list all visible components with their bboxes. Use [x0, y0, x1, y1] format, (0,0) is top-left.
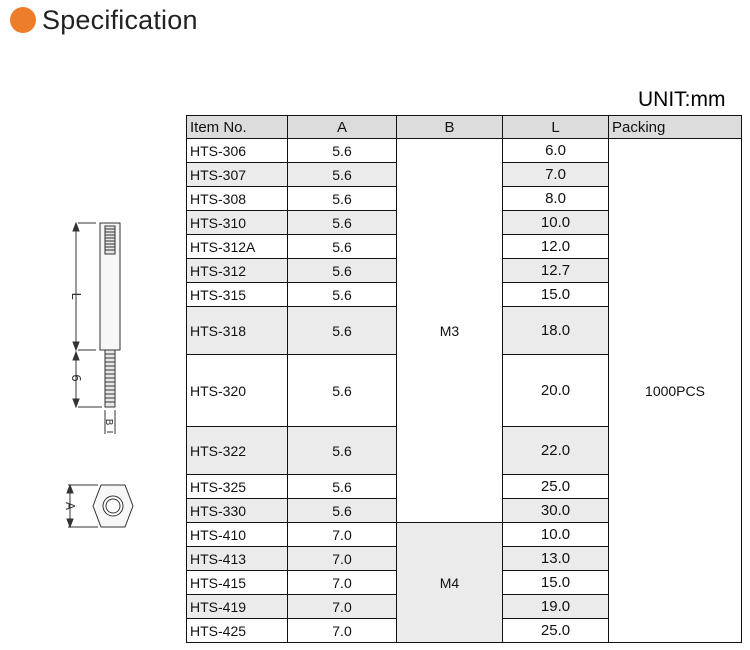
cell-a: 5.6: [287, 306, 397, 355]
cell-l: 25.0: [502, 618, 609, 643]
cell-l: 30.0: [502, 498, 609, 523]
cell-l: 20.0: [502, 354, 609, 427]
cell-item-no: HTS-315: [186, 282, 288, 307]
cell-item-no: HTS-306: [186, 138, 288, 163]
cell-a: 5.6: [287, 234, 397, 259]
section-title: Specification: [42, 4, 198, 35]
cell-item-no: HTS-419: [186, 594, 288, 619]
cell-a: 5.6: [287, 186, 397, 211]
cell-a: 5.6: [287, 162, 397, 187]
cell-item-no: HTS-312: [186, 258, 288, 283]
cell-a: 7.0: [287, 594, 397, 619]
cell-item-no: HTS-325: [186, 474, 288, 499]
cell-l: 13.0: [502, 546, 609, 571]
col-header-l: L: [502, 115, 609, 139]
cell-a: 7.0: [287, 570, 397, 595]
cell-l: 15.0: [502, 570, 609, 595]
cell-a: 7.0: [287, 618, 397, 643]
cell-a: 5.6: [287, 138, 397, 163]
cell-b-m3: M3: [396, 138, 503, 523]
cell-a: 5.6: [287, 282, 397, 307]
cell-l: 19.0: [502, 594, 609, 619]
cell-item-no: HTS-318: [186, 306, 288, 355]
col-header-item: Item No.: [186, 115, 288, 139]
cell-a: 7.0: [287, 522, 397, 547]
cell-a: 5.6: [287, 354, 397, 427]
cell-l: 7.0: [502, 162, 609, 187]
dim-label-thread: 6: [69, 374, 83, 382]
cell-item-no: HTS-312A: [186, 234, 288, 259]
cell-item-no: HTS-425: [186, 618, 288, 643]
cell-item-no: HTS-308: [186, 186, 288, 211]
dim-label-a: A: [63, 502, 77, 511]
cell-l: 18.0: [502, 306, 609, 355]
col-header-a: A: [287, 115, 397, 139]
cell-a: 5.6: [287, 426, 397, 475]
cell-l: 10.0: [502, 522, 609, 547]
cell-item-no: HTS-330: [186, 498, 288, 523]
cell-item-no: HTS-322: [186, 426, 288, 475]
cell-l: 22.0: [502, 426, 609, 475]
cell-item-no: HTS-307: [186, 162, 288, 187]
unit-label: UNIT:mm: [638, 88, 726, 111]
cell-a: 7.0: [287, 546, 397, 571]
cell-l: 6.0: [502, 138, 609, 163]
cell-item-no: HTS-310: [186, 210, 288, 235]
external-thread-icon: [104, 349, 116, 408]
cell-l: 10.0: [502, 210, 609, 235]
cell-l: 12.7: [502, 258, 609, 283]
dim-label-b: B: [103, 419, 114, 426]
cell-l: 12.0: [502, 234, 609, 259]
cell-item-no: HTS-410: [186, 522, 288, 547]
col-header-b: B: [396, 115, 503, 139]
cell-a: 5.6: [287, 474, 397, 499]
cell-a: 5.6: [287, 258, 397, 283]
bullet-dot-icon: [10, 7, 36, 33]
cell-a: 5.6: [287, 498, 397, 523]
cell-a: 5.6: [287, 210, 397, 235]
dim-label-length: L: [69, 293, 83, 300]
cell-l: 15.0: [502, 282, 609, 307]
standoff-drawing: L 6 B A: [63, 221, 134, 529]
cell-l: 8.0: [502, 186, 609, 211]
cell-packing: 1000PCS: [608, 138, 742, 643]
cell-b-m4: M4: [396, 522, 503, 643]
section-header: Specification: [10, 2, 198, 38]
table-header-row: Item No. A B L Packing: [186, 115, 742, 139]
cell-l: 25.0: [502, 474, 609, 499]
cell-item-no: HTS-413: [186, 546, 288, 571]
internal-thread-icon: [104, 225, 116, 255]
cell-item-no: HTS-320: [186, 354, 288, 427]
col-header-packing: Packing: [608, 115, 742, 139]
cell-item-no: HTS-415: [186, 570, 288, 595]
